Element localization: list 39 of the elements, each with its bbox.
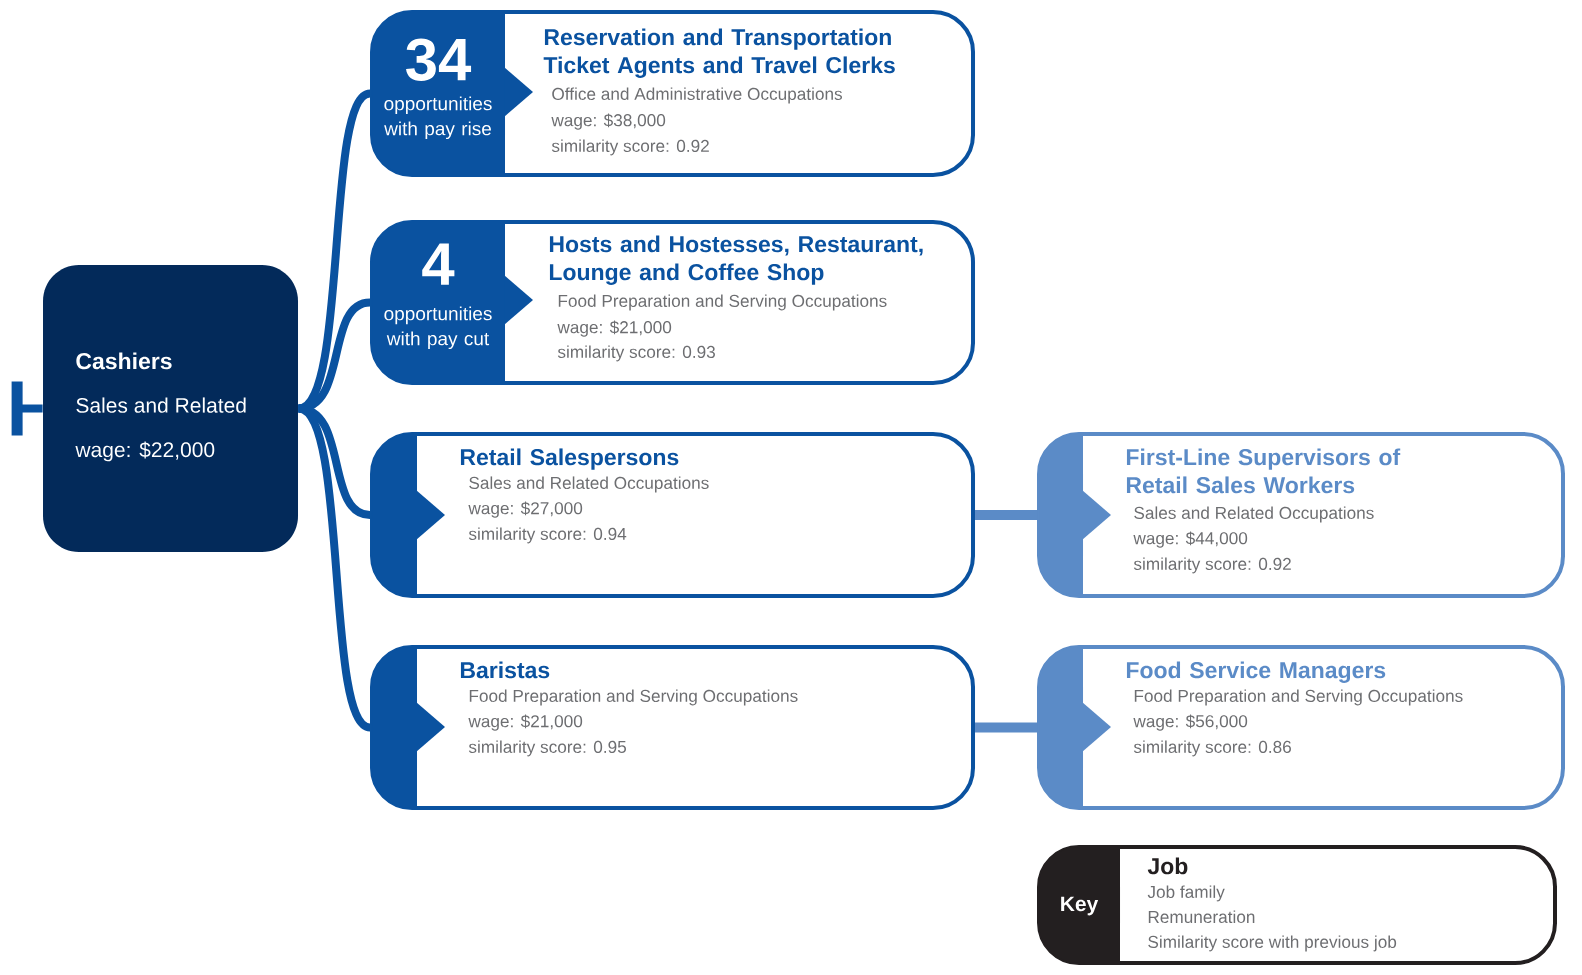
key-title: Job <box>1147 857 1188 875</box>
similarity-score: similarity score: 0.95 <box>468 740 626 757</box>
wage-text: wage: $27,000 <box>468 501 583 518</box>
job-title: Food Service Managers <box>1126 661 1386 683</box>
wage-text: wage: $44,000 <box>1133 531 1248 548</box>
job-title: Baristas <box>460 661 550 679</box>
wage-text: wage: $21,000 <box>468 714 583 731</box>
job-family: Sales and Related <box>76 397 246 413</box>
job-title: Cashiers <box>76 352 172 370</box>
opportunity-count: 34 <box>406 38 472 81</box>
opportunity-text: opportunities with pay cut <box>384 306 492 350</box>
similarity-score: similarity score: 0.92 <box>1133 557 1291 574</box>
job-family: Sales and Related Occupations <box>469 476 709 493</box>
similarity-score: similarity score: 0.86 <box>1133 740 1291 757</box>
opportunity-text: opportunities with pay rise <box>384 96 492 140</box>
job-family: Food Preparation and Serving Occupations <box>469 689 798 706</box>
key-entry: Similarity score with previous job <box>1148 935 1397 952</box>
job-title: Hosts and Hostesses, Restaurant, Lounge and Coffee Shop <box>549 235 923 285</box>
opportunity-count: 4 <box>422 243 455 285</box>
job-family: Sales and Related Occupations <box>1134 506 1374 523</box>
key-entry: Remuneration <box>1148 910 1255 924</box>
key-label: Key <box>1061 896 1099 916</box>
job-family: Food Preparation and Serving Occupations <box>1134 689 1463 706</box>
similarity-score: similarity score: 0.92 <box>551 139 709 156</box>
similarity-score: similarity score: 0.93 <box>557 345 715 362</box>
key-entry: Job family <box>1147 885 1225 902</box>
wage-text: wage: $22,000 <box>75 441 215 462</box>
job-family: Office and Administrative Occupations <box>552 87 842 104</box>
job-family: Food Preparation and Serving Occupations <box>558 294 887 311</box>
connector-line <box>975 510 1037 520</box>
similarity-score: similarity score: 0.94 <box>468 527 627 544</box>
connector-curve <box>296 405 373 731</box>
wage-text: wage: $56,000 <box>1133 714 1248 731</box>
wage-text: wage: $21,000 <box>557 320 672 337</box>
job-title: First-Line Supervisors of Retail Sales Workers <box>1126 448 1401 494</box>
connector-line <box>975 722 1037 733</box>
job-title: Retail Salespersons <box>460 448 679 470</box>
job-title: Reservation and Transportation Ticket Agents and Travel Clerks <box>543 28 895 78</box>
wage-text: wage: $38,000 <box>551 113 666 130</box>
